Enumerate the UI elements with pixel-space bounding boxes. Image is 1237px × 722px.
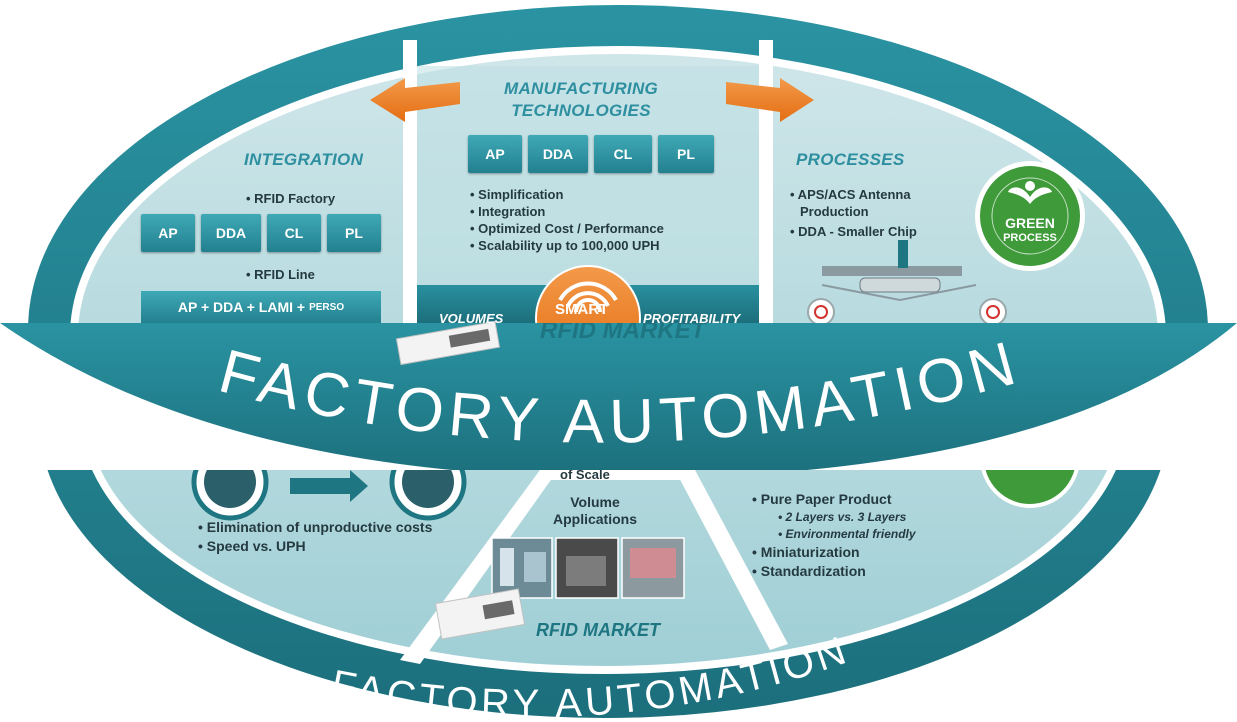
middle-band: FACTORY AUTOMATION xyxy=(0,320,1237,479)
process-arrow-icon xyxy=(191,470,467,521)
bottom-right-bullet: • Miniaturization xyxy=(752,544,860,560)
rfid-tag-icon xyxy=(395,320,501,366)
processes-bullets: • APS/ACS Antenna Production • DDA - Sma… xyxy=(790,186,917,240)
bottom-right-bullet: • Pure Paper Product xyxy=(752,491,892,507)
integration-title: INTEGRATION xyxy=(244,150,364,169)
bottom-left-bullet: • Elimination of unproductive costs xyxy=(198,519,433,535)
bottom-strip: FACTORY AUTOMATION xyxy=(47,470,1161,722)
int-box-pl: PL xyxy=(327,214,381,252)
smart-label: SMART xyxy=(555,301,609,318)
manufacturing-title: MANUFACTURING TECHNOLOGIES xyxy=(504,78,658,122)
mfg-box-ap: AP xyxy=(468,135,522,173)
green-badge-line1: GREEN xyxy=(1005,215,1055,231)
bottom-right-bullet: • Standardization xyxy=(752,563,866,579)
rfid-line-label: • RFID Line xyxy=(246,267,315,282)
mfg-box-dda: DDA xyxy=(528,135,588,173)
bottom-right-bullets: • Pure Paper Product • 2 Layers vs. 3 La… xyxy=(752,490,916,581)
volume-applications: Volume Applications xyxy=(540,494,650,528)
bottom-left-bullet: • Speed vs. UPH xyxy=(198,538,306,554)
rfid-factory-label: • RFID Factory xyxy=(246,191,336,206)
process-bullet: • APS/ACS Antenna xyxy=(790,187,911,202)
rfid-line-box-small: PERSO xyxy=(309,301,345,313)
rfid-market-top: RFID MARKET xyxy=(540,323,770,349)
manufacturing-bullets: • Simplification • Integration • Optimiz… xyxy=(470,186,664,254)
processes-title: PROCESSES xyxy=(796,150,905,169)
arrow-right-icon xyxy=(726,78,814,122)
volume-line1: Volume xyxy=(570,494,620,510)
process-bullet-cont: Production xyxy=(800,204,869,219)
manufacturing-title-line1: MANUFACTURING xyxy=(504,79,659,98)
mfg-bullet: • Optimized Cost / Performance xyxy=(470,221,664,236)
mfg-bullet: • Simplification xyxy=(470,187,564,202)
int-box-ap: AP xyxy=(141,214,195,252)
rfid-line-box: AP + DDA + LAMI + PERSO xyxy=(141,291,381,323)
partial-of-scale-text: of Scale xyxy=(560,470,610,482)
bottom-left-bullets: • Elimination of unproductive costs • Sp… xyxy=(198,518,432,556)
leaf-icon xyxy=(975,161,1085,271)
smart-band: VOLUMES SMART PROFITABILITY xyxy=(417,285,759,323)
rfid-tag-icon xyxy=(434,588,526,640)
bottom-right-sub-bullet: • Environmental friendly xyxy=(778,527,916,541)
green-badge-line2: PROCESS xyxy=(1003,232,1057,244)
machine-icon xyxy=(807,240,1007,323)
partial-of-scale: of Scale xyxy=(560,470,630,484)
top-strip xyxy=(28,5,1208,323)
rfid-line-box-text: AP + DDA + LAMI + xyxy=(177,299,306,315)
mfg-bullet: • Scalability up to 100,000 UPH xyxy=(470,238,660,253)
int-box-dda: DDA xyxy=(201,214,261,252)
volume-line2: Applications xyxy=(552,511,637,527)
smart-gauge-icon xyxy=(535,265,641,323)
profitability-label: PROFITABILITY xyxy=(643,311,741,323)
mfg-box-pl: PL xyxy=(658,135,714,173)
mfg-bullet: • Integration xyxy=(470,204,546,219)
bottom-right-sub-bullet: • 2 Layers vs. 3 Layers xyxy=(778,510,907,524)
int-box-cl: CL xyxy=(267,214,321,252)
mfg-box-cl: CL xyxy=(594,135,652,173)
arrow-left-icon xyxy=(370,78,460,122)
rfid-market-top-text: RFID MARKET xyxy=(540,323,706,344)
green-process-badge: GREEN PROCESS xyxy=(990,216,1070,246)
rfid-market-bottom: RFID MARKET xyxy=(536,620,660,640)
volumes-label: VOLUMES xyxy=(439,311,504,323)
process-bullet: • DDA - Smaller Chip xyxy=(790,224,917,239)
manufacturing-title-line2: TECHNOLOGIES xyxy=(511,101,651,120)
